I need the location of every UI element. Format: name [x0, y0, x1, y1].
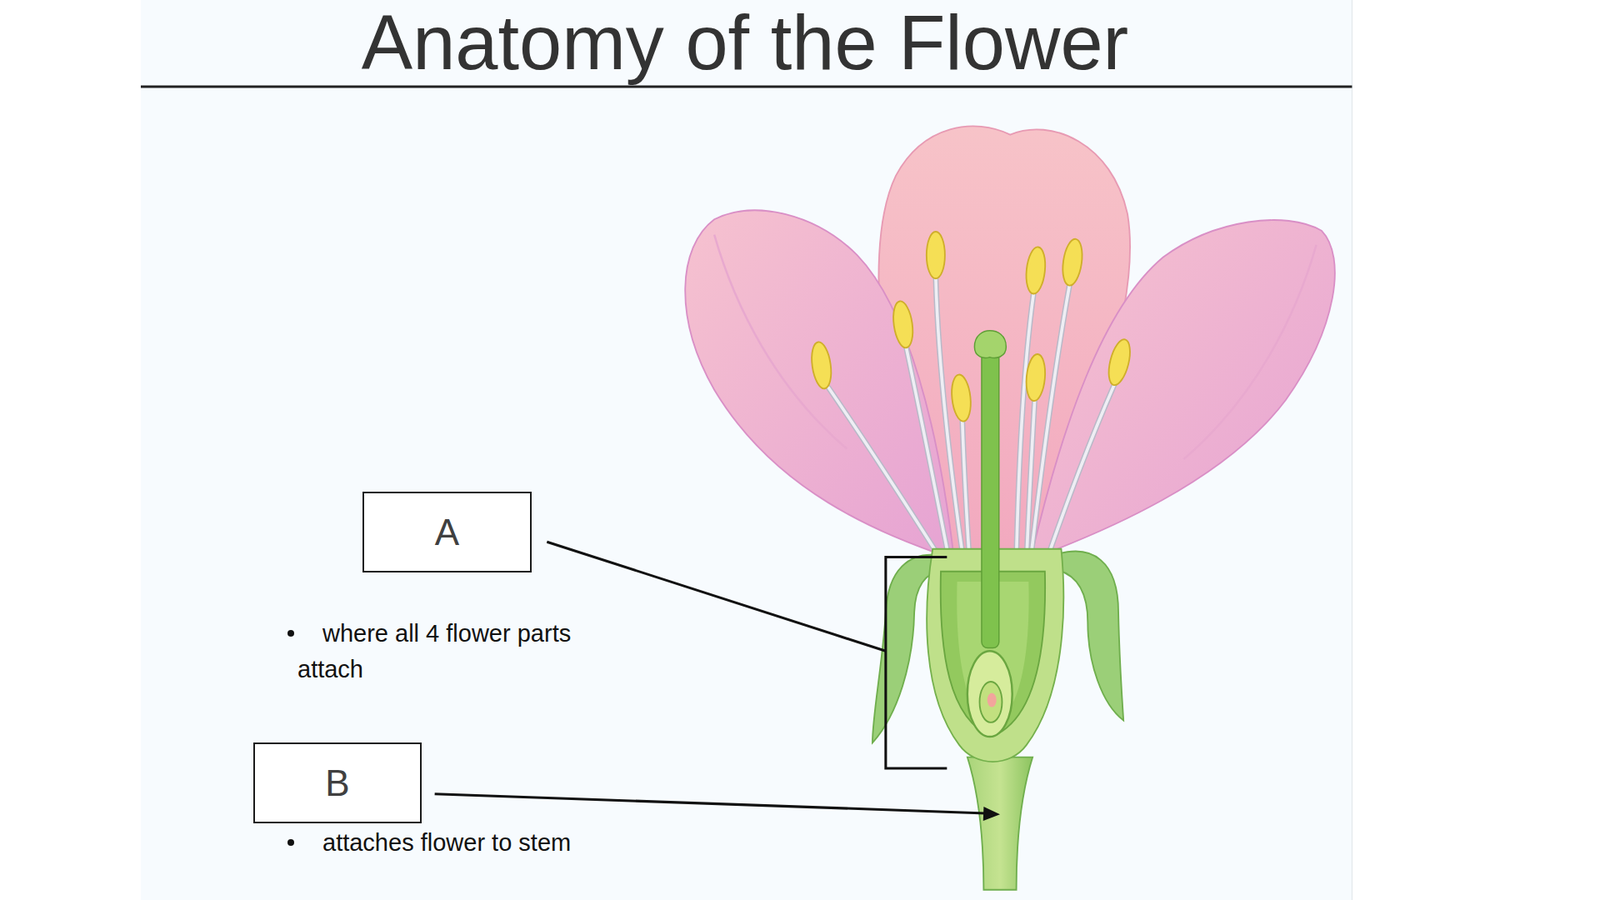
- callout-letter: A: [435, 514, 460, 551]
- callout-letter: B: [325, 765, 350, 802]
- pedicel: [967, 757, 1033, 890]
- note-text: attaches flower to stem: [322, 825, 673, 861]
- ovule: [980, 681, 1003, 723]
- egg: [987, 692, 997, 707]
- petal-fold: [1183, 245, 1316, 460]
- callout-box: B: [253, 742, 422, 824]
- ovule-chamber: [967, 650, 1013, 737]
- bullet-dot: [287, 839, 295, 846]
- leader-arrow: [435, 794, 986, 814]
- slide-edge: [1351, 0, 1353, 900]
- filaments: [828, 277, 1115, 560]
- petal-fold: [714, 235, 847, 450]
- title: Anatomy of the Flower: [361, 4, 1129, 81]
- slide-background: [140, 0, 1352, 900]
- bracket: [885, 557, 947, 769]
- anthers: [809, 231, 1135, 423]
- right-petal: [1030, 220, 1335, 560]
- stigma: [974, 330, 1006, 359]
- note-text: attaches flower to stem: [322, 829, 571, 856]
- callout-box: A: [362, 491, 532, 573]
- title-rule: [140, 85, 1352, 89]
- arrowhead: [983, 806, 1000, 821]
- note-text: where all 4 flower parts attach: [297, 615, 608, 688]
- style: [981, 351, 1000, 648]
- bullet-dot: [287, 630, 295, 637]
- left-petal: [685, 210, 955, 560]
- leader-line: [546, 541, 886, 651]
- note-text: where all 4 flower parts attach: [297, 620, 571, 683]
